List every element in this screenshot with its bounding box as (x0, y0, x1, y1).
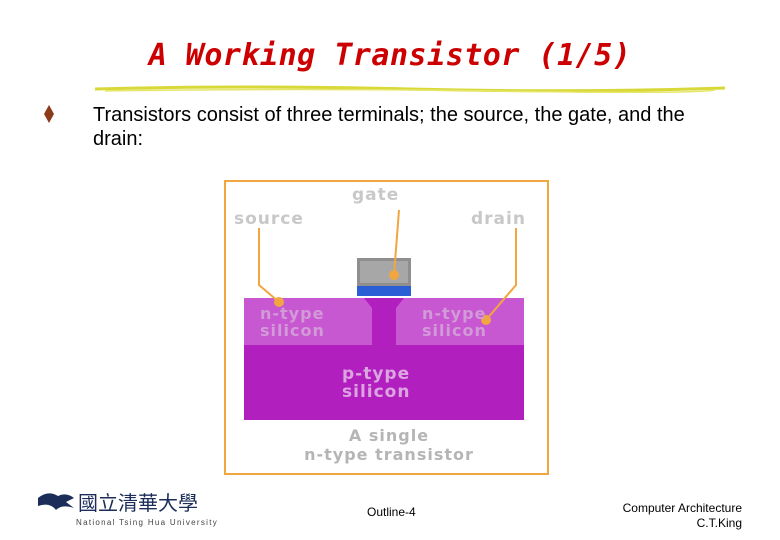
transistor-figure: source gate drain n-type silicon n-type … (224, 180, 549, 475)
n-type-right-region (396, 298, 524, 345)
caption-line1: A single (348, 426, 430, 445)
n-type-left-line1: n-type (260, 304, 325, 323)
gate-label: gate (352, 185, 400, 205)
source-label: source (234, 209, 304, 229)
figure-caption: A single n-type transistor (274, 426, 504, 464)
bullet-icon (44, 105, 54, 123)
n-type-right-line1: n-type (422, 304, 487, 323)
slide-title: A Working Transistor (1/5) (148, 38, 632, 73)
p-type-label: p-type silicon (342, 365, 410, 401)
university-logo: 國立清華大學 (38, 491, 198, 515)
p-type-line1: p-type (342, 364, 411, 384)
logo-university-name: National Tsing Hua University (76, 518, 219, 527)
gate-oxide (357, 284, 411, 296)
footer-author: C.T.King (696, 516, 742, 530)
footer-outline: Outline-4 (367, 505, 416, 519)
p-type-line2: silicon (342, 382, 411, 402)
footer-course-name: Computer Architecture (622, 501, 742, 515)
drain-lead (485, 228, 517, 321)
caption-line2: n-type transistor (304, 445, 474, 464)
n-type-left-line2: silicon (260, 321, 325, 340)
drain-label: drain (471, 209, 526, 229)
title-underline (95, 85, 725, 94)
footer-course: Computer Architecture C.T.King (623, 501, 742, 531)
gate-lead (393, 209, 400, 276)
source-lead (258, 228, 280, 303)
svg-text:國立清華大學: 國立清華大學 (78, 491, 198, 515)
transistor-diagram (224, 180, 549, 475)
n-type-right-label: n-type silicon (422, 305, 487, 339)
n-type-right-line2: silicon (422, 321, 487, 340)
bullet-text: Transistors consist of three terminals; … (93, 104, 685, 150)
n-type-left-label: n-type silicon (260, 305, 325, 339)
n-type-left-region (244, 298, 372, 345)
